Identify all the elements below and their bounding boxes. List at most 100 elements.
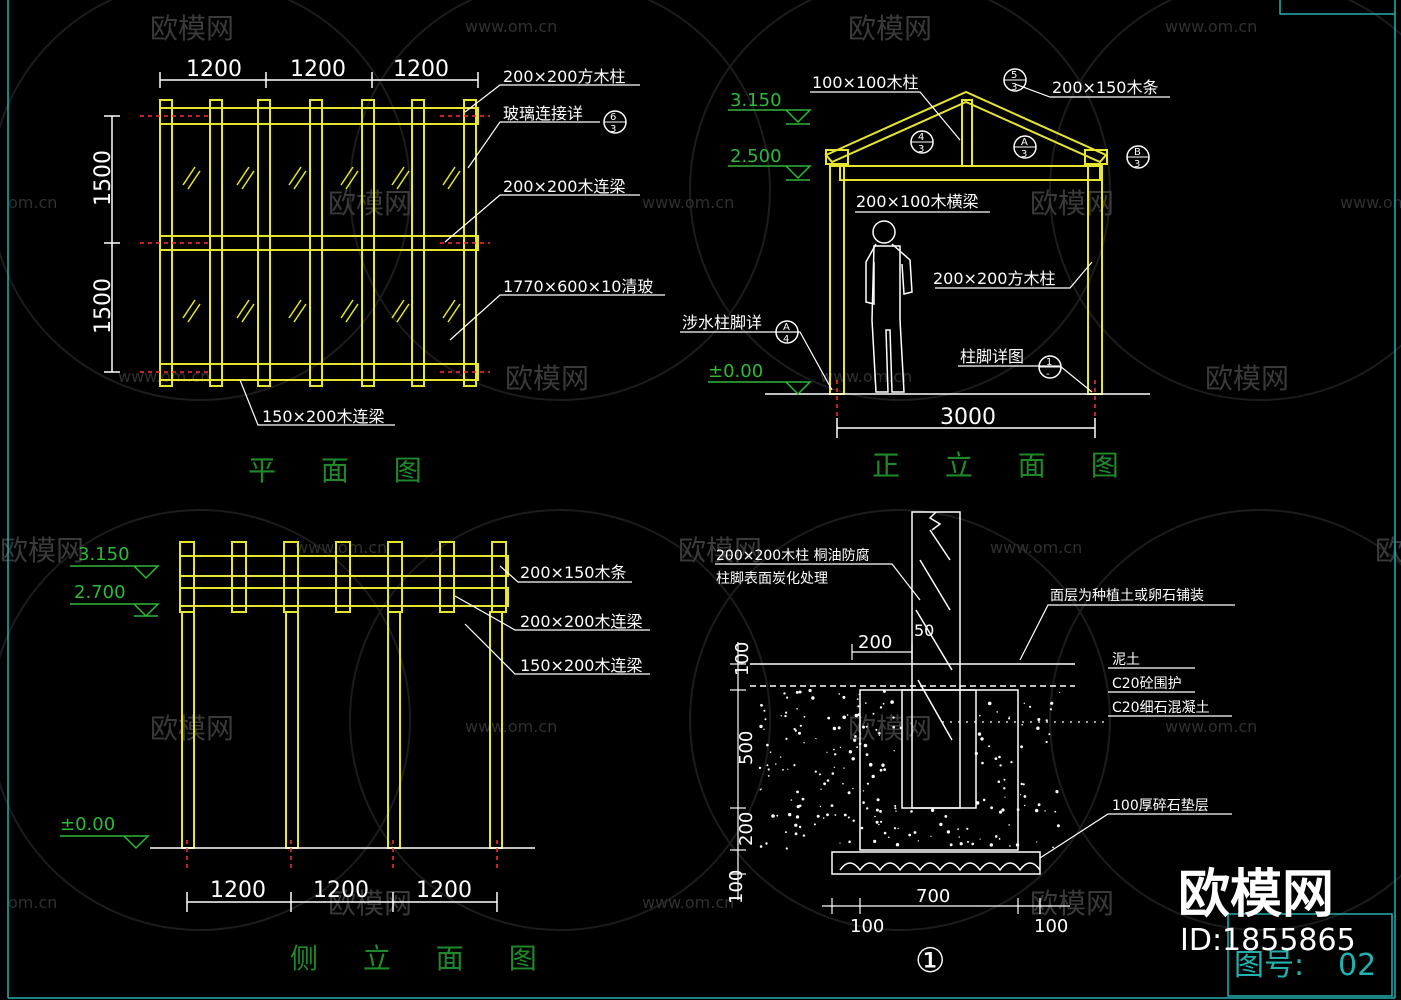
speckle: [1049, 708, 1053, 711]
speckle: [998, 755, 1001, 759]
speckle: [1037, 803, 1041, 807]
speckle: [848, 840, 851, 844]
watermark-brand: 欧模网: [150, 12, 234, 45]
plan-title: 平 面 图: [248, 454, 440, 487]
speckle: [842, 695, 846, 699]
speckle: [1059, 691, 1061, 693]
speckle: [826, 751, 828, 754]
speckle: [803, 742, 805, 744]
speckle: [801, 797, 805, 801]
watermark-brand: 欧模网: [328, 187, 412, 220]
speckle: [987, 701, 992, 706]
ref-top: 1: [1046, 357, 1052, 368]
front-level-ground: ±0.00: [708, 361, 763, 382]
plan-post: [257, 99, 271, 387]
speckle: [830, 804, 834, 807]
speckle: [819, 805, 822, 808]
speckle: [857, 713, 861, 717]
front-label-batten: 200×150木条: [1052, 78, 1159, 97]
plan-label-glass: 1770×600×10清玻: [503, 277, 653, 296]
speckle: [966, 827, 969, 830]
speckle: [1045, 719, 1048, 722]
speckle: [939, 822, 943, 827]
speckle: [1045, 740, 1048, 744]
ref-top: A: [1021, 137, 1028, 148]
ref-bottom: 3: [1134, 159, 1140, 170]
speckle: [798, 731, 801, 735]
speckle: [881, 763, 885, 767]
speckle: [874, 815, 876, 818]
speckle: [852, 787, 854, 790]
speckle: [858, 693, 860, 696]
speckle: [1050, 701, 1054, 705]
watermark-url: www.om.cn: [1165, 17, 1257, 36]
side-dim-2: 1200: [313, 878, 369, 903]
speckle: [1008, 824, 1010, 826]
speckle: [957, 828, 959, 830]
background-construction-arcs: [0, 0, 1401, 931]
speckle: [826, 813, 829, 817]
speckle: [979, 838, 981, 840]
side-label-batten: 200×150木条: [520, 563, 627, 582]
plan-dim-top-1: 1200: [186, 57, 242, 82]
detail-dim-bottom-2: 100: [850, 916, 884, 937]
speckle: [980, 737, 984, 741]
speckle: [816, 814, 820, 818]
speckle: [847, 791, 851, 795]
plan-dimension-lines: [104, 72, 479, 373]
detail-concrete-speckle: [758, 688, 1061, 850]
speckle: [803, 715, 806, 718]
detail-dim-left-4: 100: [726, 870, 747, 904]
sheet-number-label: 图号:: [1234, 948, 1304, 983]
side-dim-1: 1200: [210, 878, 266, 903]
speckle: [998, 810, 1003, 814]
speckle: [878, 734, 880, 737]
speckle: [834, 728, 836, 730]
detail-dim-top-2: 50: [914, 621, 934, 640]
detail-dim-left-1: 100: [732, 642, 753, 676]
speckle: [760, 788, 762, 790]
speckle: [897, 827, 899, 830]
plan-ref-bottom: 3: [610, 124, 616, 135]
watermark-brand: 欧模网: [1030, 187, 1114, 220]
watermark-brand: 欧模网: [1375, 534, 1401, 567]
speckle: [1052, 846, 1054, 849]
speckle: [990, 806, 993, 810]
speckle: [794, 832, 798, 836]
speckle: [1029, 705, 1032, 708]
side-level-marks: [60, 565, 160, 850]
detail-ref-bubble: 43: [910, 130, 934, 155]
speckle: [879, 768, 883, 772]
speckle: [866, 807, 869, 810]
speckle: [795, 815, 800, 819]
speckle: [856, 698, 859, 700]
detail-dim-bottom-1: 700: [916, 886, 950, 907]
speckle: [813, 823, 816, 826]
speckle: [866, 782, 870, 785]
speckle: [766, 764, 769, 767]
speckle: [1037, 718, 1041, 721]
speckle: [917, 840, 920, 842]
side-level-beam: 2.700: [74, 582, 126, 603]
speckle: [975, 801, 980, 805]
speckle: [759, 724, 763, 729]
speckle: [878, 732, 881, 735]
detail-dim-bottom-3: 100: [1034, 916, 1068, 937]
speckle: [838, 693, 841, 695]
speckle: [842, 782, 844, 785]
side-label-beam: 200×200木连梁: [520, 612, 643, 631]
speckle: [857, 705, 860, 708]
speckle: [785, 711, 788, 714]
speckle: [784, 714, 787, 718]
watermark-url: www.om.cn: [642, 893, 734, 912]
ref-top: 4: [918, 132, 924, 143]
plan-label-lower-beam: 150×200木连梁: [262, 407, 385, 426]
speckle: [979, 714, 981, 717]
speckle: [785, 737, 788, 740]
speckle: [831, 772, 835, 775]
speckle: [848, 750, 853, 754]
speckle: [879, 810, 882, 813]
plan-label-glass-joint: 玻璃连接详: [503, 104, 583, 123]
detail-dim-top-1: 200: [858, 632, 892, 653]
speckle: [796, 790, 799, 794]
